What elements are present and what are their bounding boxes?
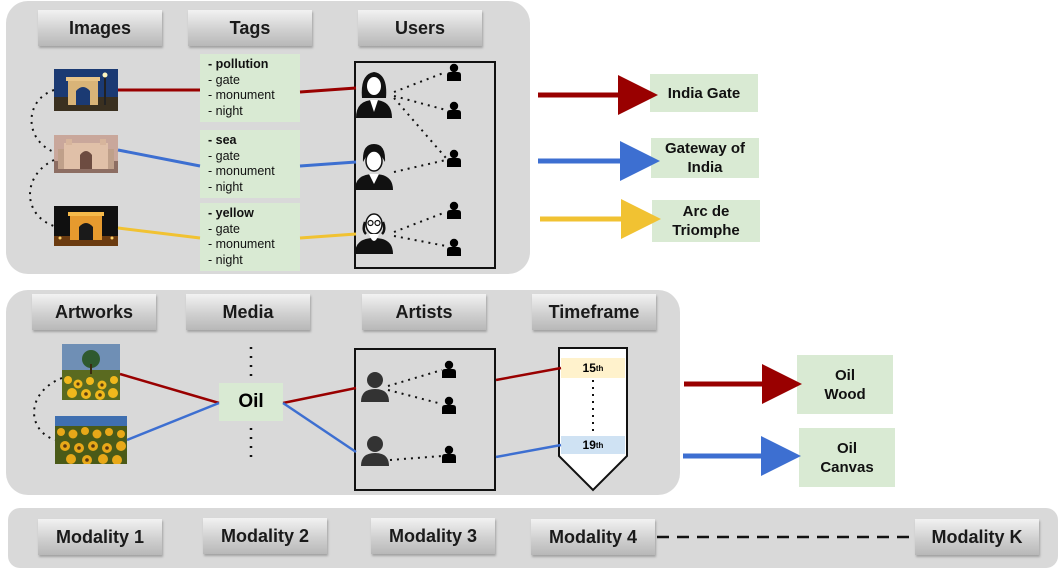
output-oil-wood-line2: Wood <box>824 385 866 403</box>
image-india-gate <box>54 69 118 111</box>
header-timeframe: Timeframe <box>532 294 656 330</box>
modality-k: Modality K <box>915 519 1039 555</box>
artwork-sunflowers-tree <box>62 344 120 400</box>
modality-1: Modality 1 <box>38 519 162 555</box>
output-arc-de-triomphe: Arc de Triomphe <box>652 200 760 242</box>
header-artists: Artists <box>362 294 486 330</box>
timeframe-end-suffix: th <box>595 440 604 450</box>
tag-item: - night <box>208 252 243 267</box>
output-oil-canvas-line1: Oil <box>836 439 857 457</box>
tag-box-3: - yellow - gate - monument - night <box>200 203 300 271</box>
tag-primary: - pollution <box>208 57 269 71</box>
tag-item: - gate <box>208 148 240 163</box>
header-images: Images <box>38 10 162 46</box>
medium-oil-box: Oil <box>219 383 283 421</box>
tag-item: - night <box>208 179 243 194</box>
artists-box <box>354 348 496 491</box>
image-arc-de-triomphe <box>54 206 118 246</box>
modality-3: Modality 3 <box>371 518 495 554</box>
artwork-sunflower-field <box>55 416 127 464</box>
output-oil-wood-line1: Oil <box>834 366 855 384</box>
output-oil-wood: Oil Wood <box>797 355 893 414</box>
modality-2: Modality 2 <box>203 518 327 554</box>
tag-item: - gate <box>208 72 240 87</box>
timeframe-start-suffix: th <box>595 363 604 373</box>
header-tags: Tags <box>188 10 312 46</box>
header-users: Users <box>358 10 482 46</box>
output-oil-canvas-line2: Canvas <box>820 458 874 476</box>
users-box <box>354 61 496 269</box>
modality-4: Modality 4 <box>531 519 655 555</box>
output-india-gate: India Gate <box>650 74 758 112</box>
timeframe-start-num: 15 <box>582 361 596 375</box>
tag-box-2: - sea - gate - monument - night <box>200 130 300 198</box>
tag-item: - monument <box>208 88 275 102</box>
tag-item: - gate <box>208 221 240 236</box>
tag-item: - night <box>208 103 243 118</box>
tag-box-1: - pollution - gate - monument - night <box>200 54 300 122</box>
output-gateway-of-india: Gateway of India <box>651 138 759 178</box>
tag-item: - monument <box>208 237 275 251</box>
tag-item: - monument <box>208 164 275 178</box>
output-oil-canvas: Oil Canvas <box>799 428 895 487</box>
header-media: Media <box>186 294 310 330</box>
image-gateway-of-india <box>54 135 118 173</box>
tag-primary: - sea <box>208 133 237 147</box>
header-artworks: Artworks <box>32 294 156 330</box>
tag-primary: - yellow <box>208 206 254 220</box>
timeframe-end-num: 19 <box>582 438 596 452</box>
